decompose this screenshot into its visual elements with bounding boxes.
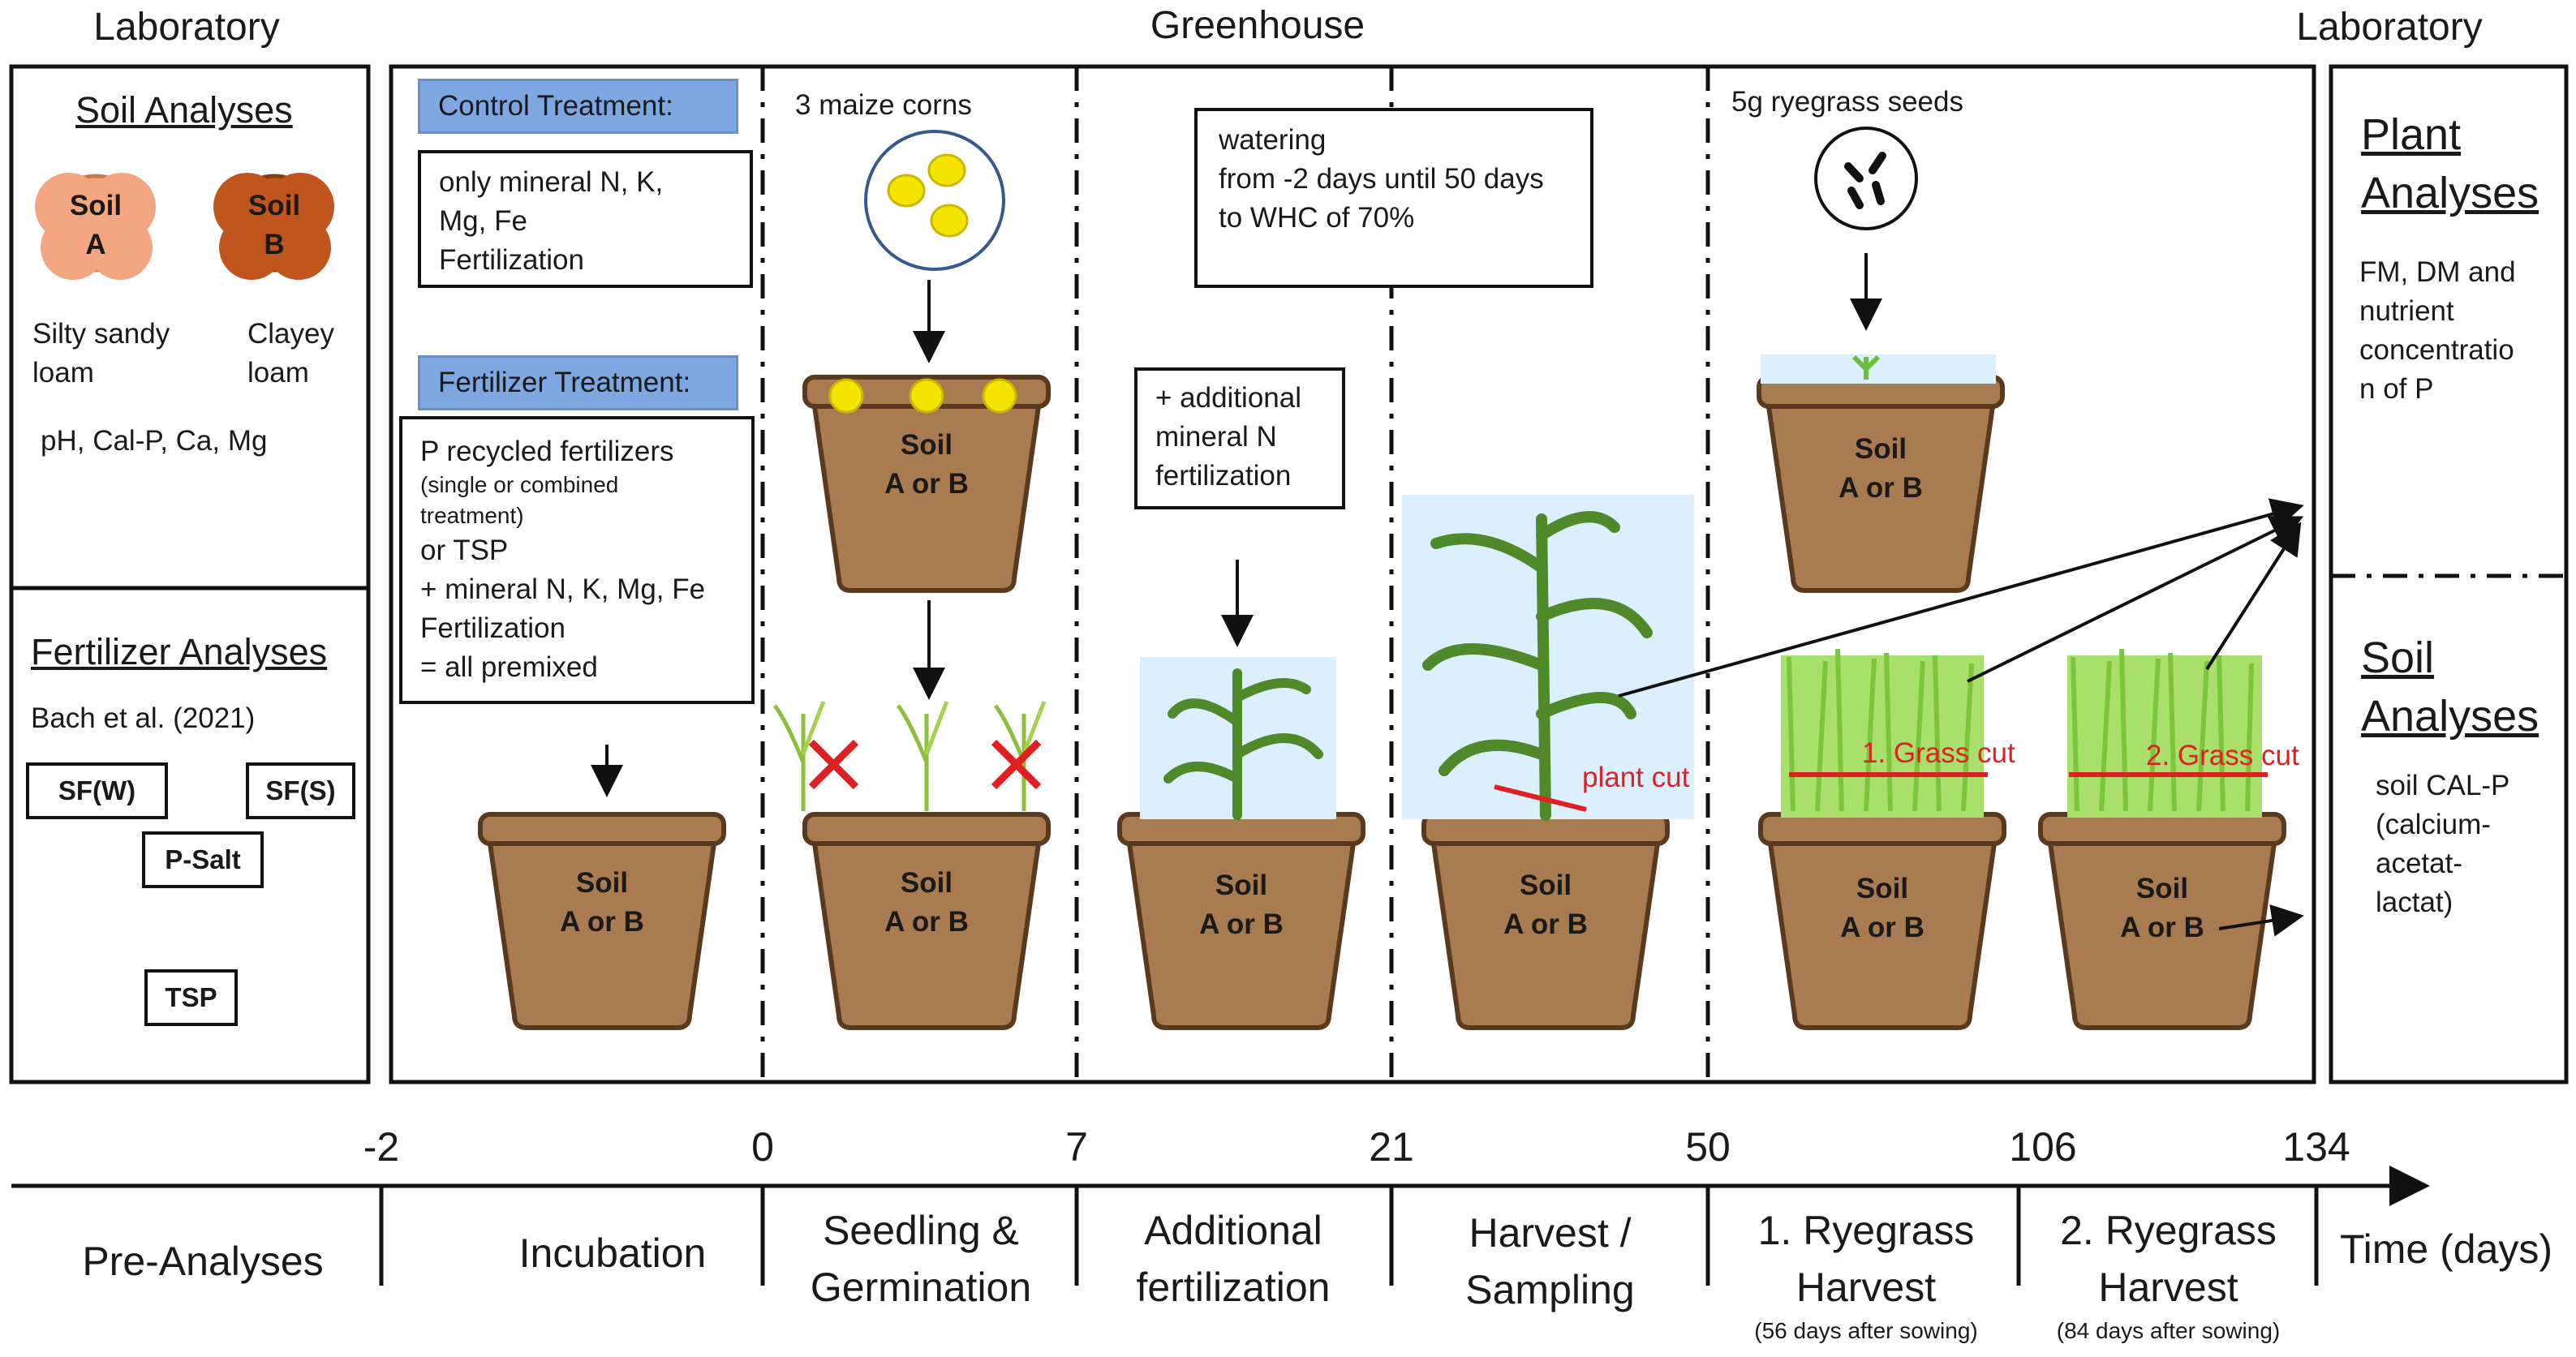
control-treatment-header: Control Treatment: [418,79,738,134]
maize-dish [864,130,1005,271]
fertilizer-treatment-box: P recycled fertilizers (single or combin… [399,416,755,704]
ryegrass-seeds [1814,127,1918,230]
pot-label-ryegrass-1: Soil A or B [1840,873,1924,943]
tick-21: 21 [1369,1124,1414,1170]
tick-7: 7 [1065,1124,1088,1170]
phase-harvest: Harvest / Sampling [1465,1210,1635,1312]
pot-label-incubation: Soil A or B [560,867,644,938]
phase-ryegrass-2: 2. Ryegrass Harvest [2060,1208,2277,1310]
grass-cut-1-label: 1. Grass cut [1862,737,2015,769]
pot-label-ryegrass-sowing: Soil A or B [1838,433,1923,504]
fertilizer-ref: Bach et al. (2021) [31,702,256,734]
pot-label-seedling: Soil A or B [884,867,969,938]
plant-analyses-text: FM, DM and nutrient concentratio n of P [2359,256,2516,405]
fertilizer-tsp: TSP [144,969,238,1026]
additional-n-text: + additional mineral N fertilization [1155,382,1302,492]
fertilizer-analyses-title: Fertilizer Analyses [31,631,328,672]
tick-134: 134 [2282,1124,2350,1170]
control-treatment-box: only mineral N, K, Mg, Fe Fertilization [418,150,753,288]
tick-106: 106 [2009,1124,2077,1170]
soil-a-blob [35,173,156,280]
note-ryegrass-1: (56 days after sowing) [1754,1318,1978,1343]
fertilizer-psalt: P-Salt [142,831,264,888]
control-treatment-text: only mineral N, K, Mg, Fe Fertilization [439,166,664,276]
grass-cut-2-label: 2. Grass cut [2146,740,2299,771]
soil-analyses-right-text: soil CAL-P (calcium- acetat- lactat) [2376,770,2510,918]
plant-analyses-title: Plant Analyses [2361,110,2539,217]
grass-2 [2067,648,2262,818]
phase-ryegrass-1: 1. Ryegrass Harvest [1757,1208,1975,1310]
lab-left-box [9,64,371,1084]
header-greenhouse: Greenhouse [1150,4,1365,47]
fertilizer-sfs: SF(S) [246,762,355,819]
phase-seedling: Seedling & Germination [810,1208,1032,1310]
soil-b-label: Soil B [247,190,301,260]
soil-b-type: Clayey loam [247,318,334,389]
phase-incubation: Incubation [518,1230,707,1276]
soil-a-label: Soil A [69,190,123,260]
fertilizer-treatment-text-2: (single or combined treatment) [420,472,619,528]
watering-text: watering from -2 days until 50 days to W… [1219,124,1544,234]
soil-params: pH, Cal-P, Ca, Mg [41,425,268,457]
soil-a-type: Silty sandy loam [32,318,170,389]
pot-label-sowing: Soil A or B [884,429,969,500]
fertilizer-treatment-text-3: or TSP + mineral N, K, Mg, Fe Fertilizat… [420,535,706,683]
young-maize [1163,668,1323,820]
soil-analyses-title: Soil Analyses [75,89,293,131]
fertilizer-sfw: SF(W) [26,762,168,819]
note-ryegrass-2: (84 days after sowing) [2056,1318,2281,1343]
ryegrass-label: 5g ryegrass seeds [1731,86,1963,118]
pot-label-ryegrass-2: Soil A or B [2120,873,2204,943]
additional-n-box: + additional mineral N fertilization [1134,367,1345,509]
pot-label-additional: Soil A or B [1199,870,1284,940]
tick-minus2: -2 [363,1124,400,1170]
tick-50: 50 [1685,1124,1731,1170]
remove-x-marks [808,739,1042,790]
grown-maize [1422,511,1653,821]
watering-box: watering from -2 days until 50 days to W… [1194,108,1593,288]
fertilizer-treatment-header: Fertilizer Treatment: [418,355,738,410]
header-lab-left: Laboratory [93,6,280,49]
soil-b-blob [213,173,334,280]
greenhouse-box [389,64,2316,1084]
header-lab-right: Laboratory [2296,6,2483,49]
phase-additional: Additional fertilization [1136,1208,1331,1310]
maize-corns-label: 3 maize corns [795,89,972,121]
phase-pre-analyses: Pre-Analyses [82,1239,324,1284]
phase-time-days: Time (days) [2339,1226,2553,1272]
plant-cut-label: plant cut [1582,762,1690,793]
fertilizer-treatment-text-1: P recycled fertilizers [420,436,674,467]
soil-analyses-right-title: Soil Analyses [2361,633,2539,741]
pot-label-harvest: Soil A or B [1503,870,1588,940]
tick-0: 0 [751,1124,774,1170]
grass-1 [1781,648,1984,818]
